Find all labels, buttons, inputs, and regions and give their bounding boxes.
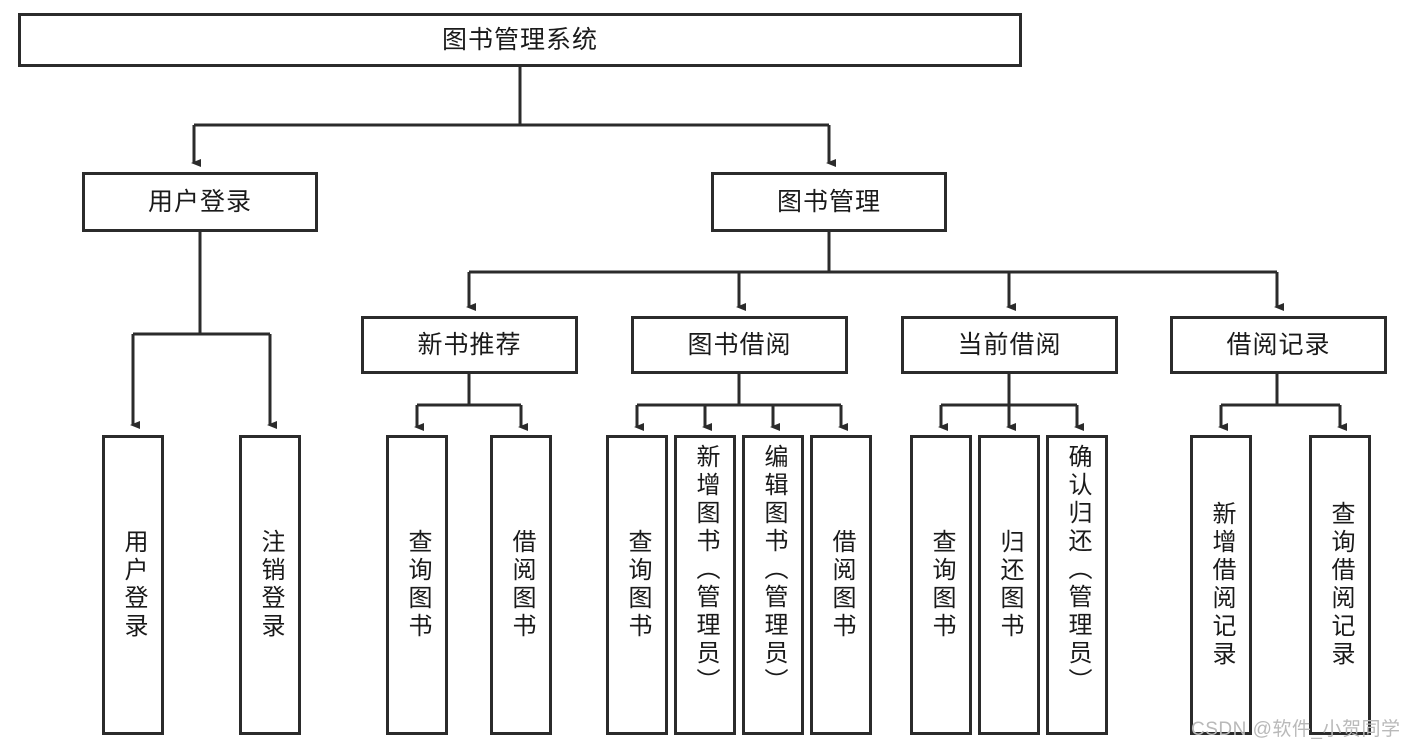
node-leaf-borrow-query-book-label: 查询图书 — [624, 529, 651, 641]
node-leaf-query-borrow-record-label: 查询借阅记录 — [1327, 501, 1354, 669]
leaf-inner: 查询图书 — [609, 438, 665, 732]
leaf-inner: 编辑图书（管理员） — [745, 438, 801, 738]
csdn-watermark: CSDN @软件_小贺同学 — [1191, 719, 1401, 740]
leaf-inner: 查询借阅记录 — [1312, 438, 1368, 732]
node-leaf-add-book-admin[interactable]: 新增图书（管理员） — [674, 435, 736, 735]
leaf-inner: 确认归还（管理员） — [1049, 438, 1105, 738]
node-root-label: 图书管理系统 — [441, 26, 598, 54]
node-leaf-add-borrow-record[interactable]: 新增借阅记录 — [1190, 435, 1252, 735]
node-leaf-user-login[interactable]: 用户登录 — [102, 435, 164, 735]
leaf-inner: 新增图书（管理员） — [677, 438, 733, 738]
leaf-inner: 借阅图书 — [493, 438, 549, 732]
leaf-inner: 用户登录 — [105, 438, 161, 732]
leaf-inner: 查询图书 — [913, 438, 969, 732]
node-book-borrow[interactable]: 图书借阅 — [631, 316, 848, 374]
node-leaf-query-borrow-record[interactable]: 查询借阅记录 — [1309, 435, 1371, 735]
node-leaf-logout-label: 注销登录 — [257, 529, 284, 641]
node-new-book-recommend[interactable]: 新书推荐 — [361, 316, 578, 374]
node-current-borrow-label: 当前借阅 — [957, 331, 1062, 359]
leaf-inner: 借阅图书 — [813, 438, 869, 732]
leaf-inner: 归还图书 — [981, 438, 1037, 732]
node-leaf-current-query-book[interactable]: 查询图书 — [910, 435, 972, 735]
node-book-borrow-label: 图书借阅 — [687, 331, 792, 359]
node-user-login-label: 用户登录 — [147, 188, 252, 216]
node-leaf-return-book[interactable]: 归还图书 — [978, 435, 1040, 735]
leaf-inner: 新增借阅记录 — [1193, 438, 1249, 732]
node-leaf-recommend-borrow-book-label: 借阅图书 — [508, 529, 535, 641]
leaf-inner: 查询图书 — [389, 438, 445, 732]
node-leaf-borrow-book[interactable]: 借阅图书 — [810, 435, 872, 735]
node-leaf-add-borrow-record-label: 新增借阅记录 — [1208, 501, 1235, 669]
node-leaf-edit-book-admin-label: 编辑图书（管理员） — [760, 444, 787, 696]
node-borrow-record-label: 借阅记录 — [1226, 331, 1331, 359]
node-leaf-return-book-label: 归还图书 — [996, 529, 1023, 641]
leaf-inner: 注销登录 — [242, 438, 298, 732]
node-book-management[interactable]: 图书管理 — [711, 172, 947, 232]
node-leaf-borrow-query-book[interactable]: 查询图书 — [606, 435, 668, 735]
node-leaf-recommend-borrow-book[interactable]: 借阅图书 — [490, 435, 552, 735]
node-leaf-confirm-return-admin[interactable]: 确认归还（管理员） — [1046, 435, 1108, 735]
node-new-book-recommend-label: 新书推荐 — [417, 331, 522, 359]
node-borrow-record[interactable]: 借阅记录 — [1170, 316, 1387, 374]
node-leaf-add-book-admin-label: 新增图书（管理员） — [692, 444, 719, 696]
node-current-borrow[interactable]: 当前借阅 — [901, 316, 1118, 374]
node-user-login[interactable]: 用户登录 — [82, 172, 318, 232]
node-leaf-confirm-return-admin-label: 确认归还（管理员） — [1064, 444, 1091, 696]
node-leaf-borrow-book-label: 借阅图书 — [828, 529, 855, 641]
node-root-book-management-system[interactable]: 图书管理系统 — [18, 13, 1022, 67]
node-leaf-user-login-label: 用户登录 — [120, 529, 147, 641]
node-leaf-edit-book-admin[interactable]: 编辑图书（管理员） — [742, 435, 804, 735]
node-book-management-label: 图书管理 — [776, 188, 881, 216]
node-leaf-logout[interactable]: 注销登录 — [239, 435, 301, 735]
node-leaf-current-query-book-label: 查询图书 — [928, 529, 955, 641]
node-leaf-recommend-query-book[interactable]: 查询图书 — [386, 435, 448, 735]
node-leaf-recommend-query-book-label: 查询图书 — [404, 529, 431, 641]
